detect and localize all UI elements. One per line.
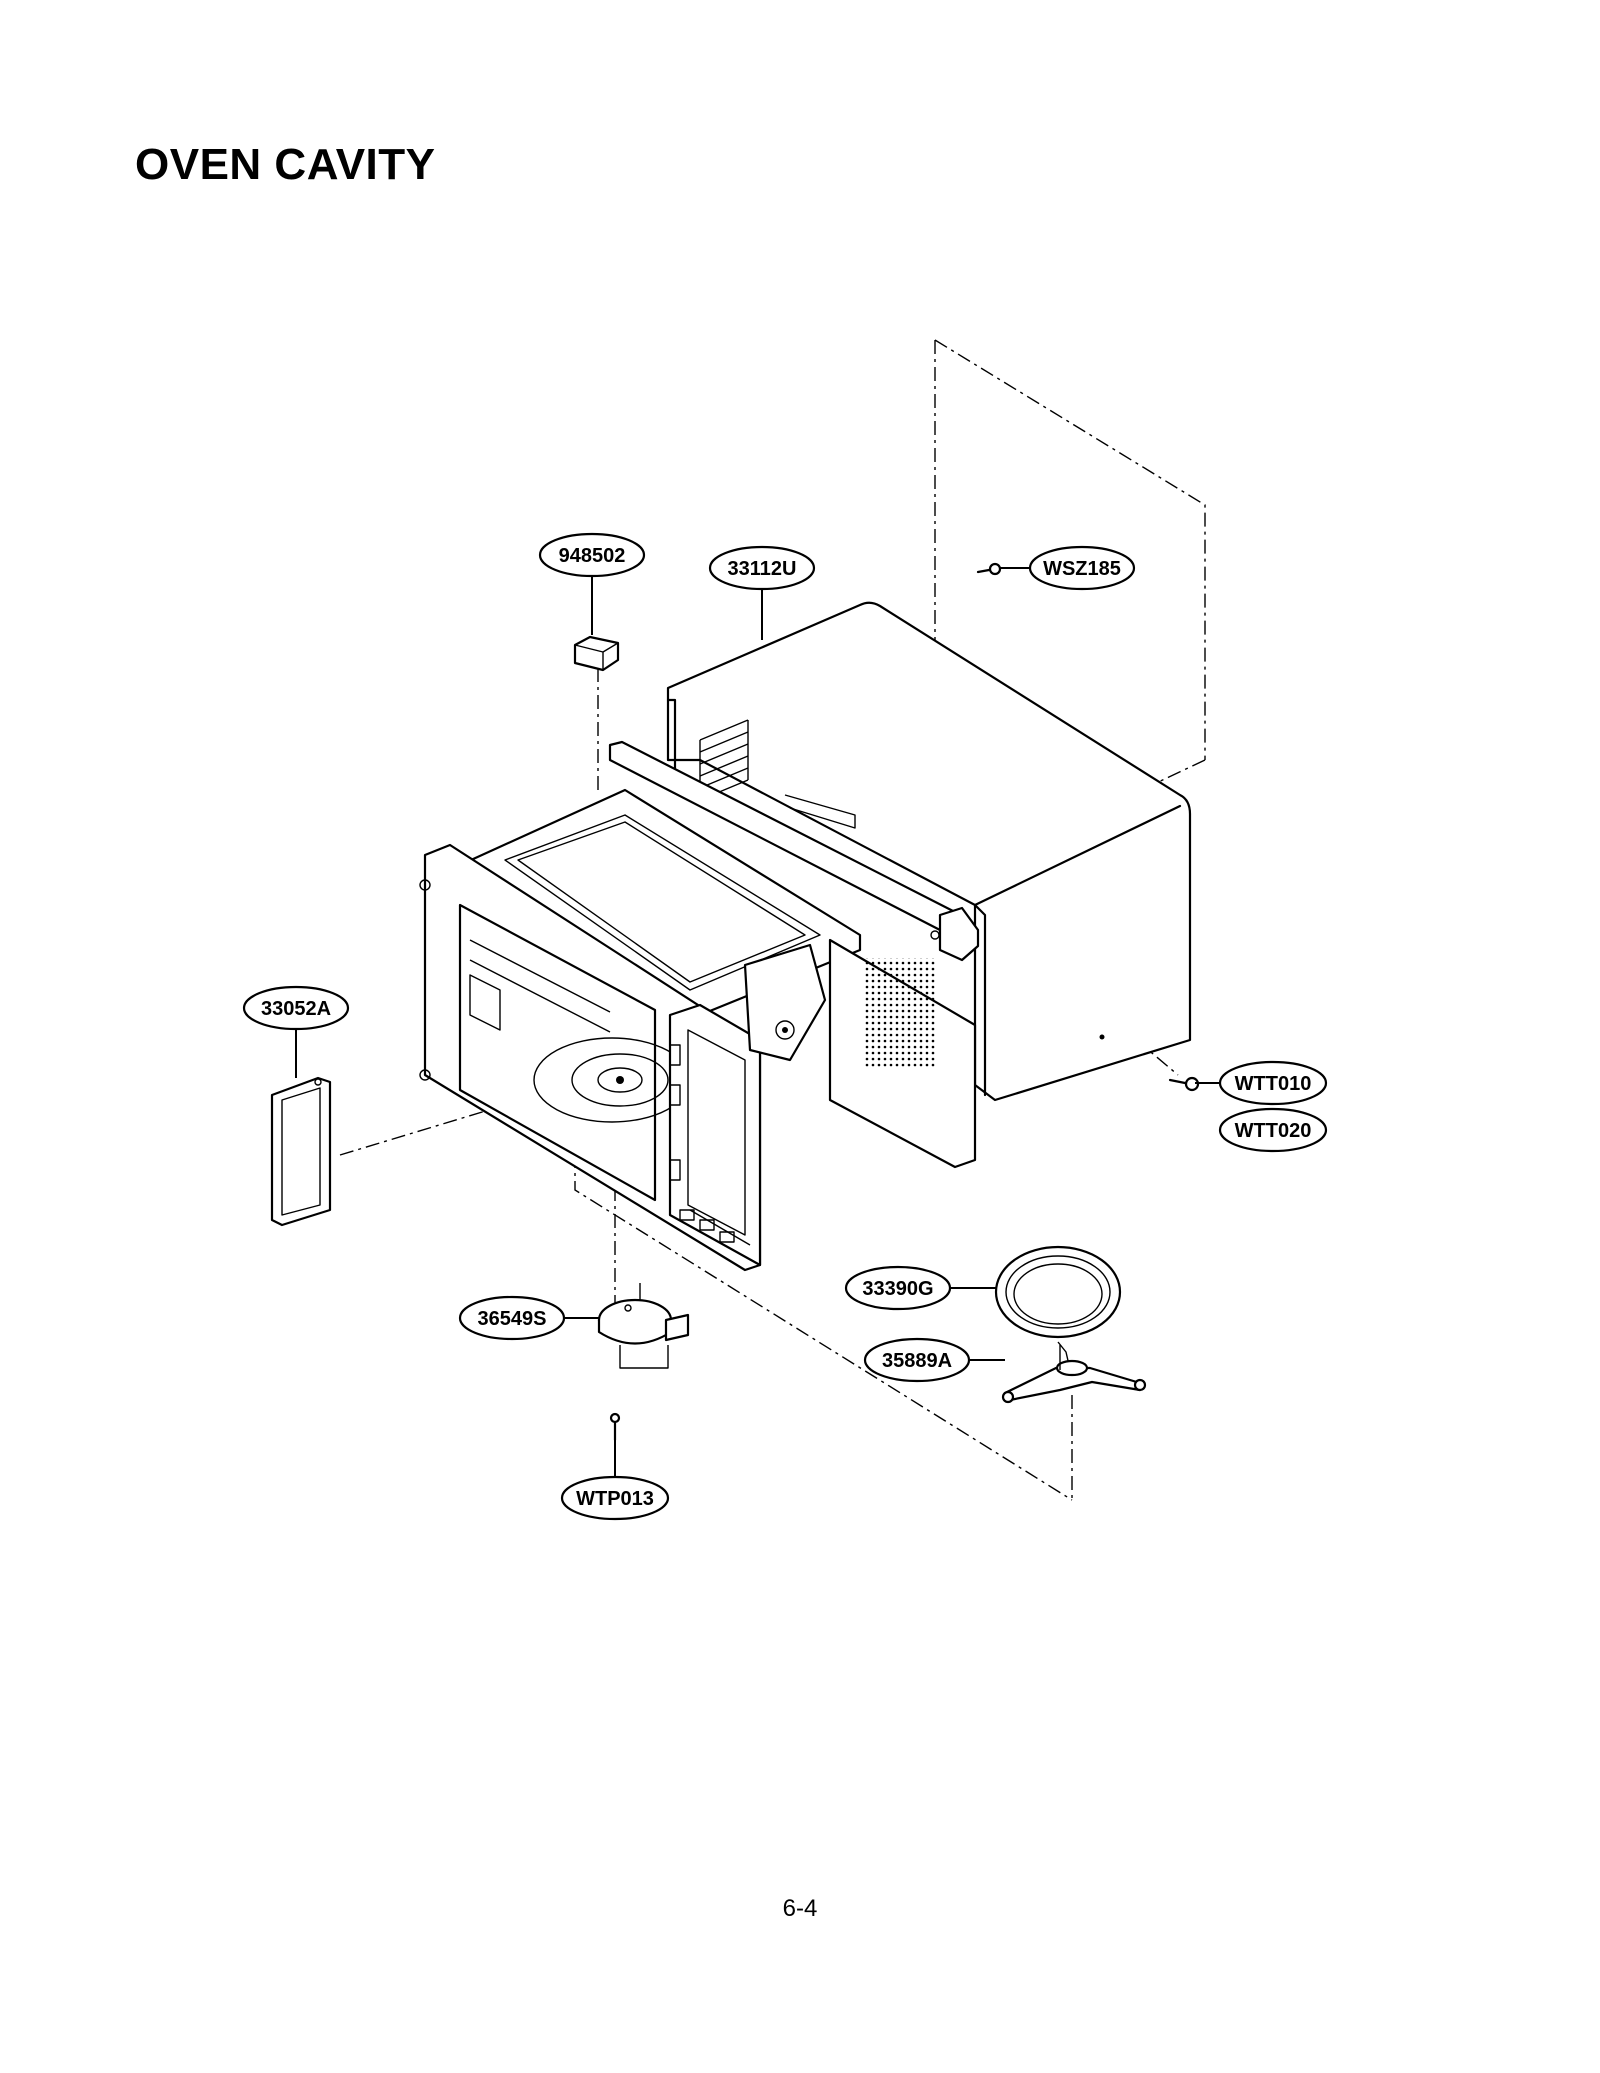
cavity-frame-drawing	[419, 740, 980, 1272]
part-number-label: WTT020	[1235, 1120, 1312, 1142]
callout-leaders	[295, 567, 1220, 1477]
page-title: OVEN CAVITY	[135, 140, 436, 189]
cavity-fuse-block-drawing	[573, 635, 620, 672]
part-number-label: WTP013	[576, 1488, 654, 1510]
side-screw-drawing	[1168, 1076, 1200, 1092]
callout-WTT010: WTT010	[1218, 1060, 1328, 1106]
side-wall-vent	[865, 958, 935, 1068]
callout-33052A: 33052A	[242, 985, 350, 1031]
page-number: 6-4	[782, 1895, 818, 1922]
callout-35889A: 35889A	[863, 1337, 971, 1383]
part-number-label: 33052A	[261, 998, 331, 1020]
callout-WTT020: WTT020	[1218, 1107, 1328, 1153]
callout-36549S: 36549S	[458, 1295, 566, 1341]
callout-33112U: 33112U	[708, 545, 816, 591]
turntable-motor-drawing	[597, 1283, 690, 1369]
case-vent-grille	[699, 719, 749, 801]
part-number-label: 948502	[559, 545, 626, 567]
part-number-label: 35889A	[882, 1350, 952, 1372]
case-screw-drawing	[976, 562, 1002, 576]
callout-WTP013: WTP013	[560, 1475, 670, 1521]
waveguide-cover-drawing	[270, 1076, 332, 1227]
callout-WSZ185: WSZ185	[1028, 545, 1136, 591]
part-number-label: 36549S	[478, 1308, 547, 1330]
glass-tray-drawing	[994, 1245, 1122, 1339]
part-number-label: 33390G	[862, 1278, 933, 1300]
part-number-label: 33112U	[728, 558, 797, 580]
part-number-label: WTT010	[1235, 1073, 1312, 1095]
roller-ring-drawing	[1001, 1341, 1147, 1404]
callout-33390G: 33390G	[844, 1265, 952, 1311]
part-number-label: WSZ185	[1043, 558, 1121, 580]
callout-948502: 948502	[538, 532, 646, 578]
motor-screw-drawing	[609, 1412, 621, 1442]
